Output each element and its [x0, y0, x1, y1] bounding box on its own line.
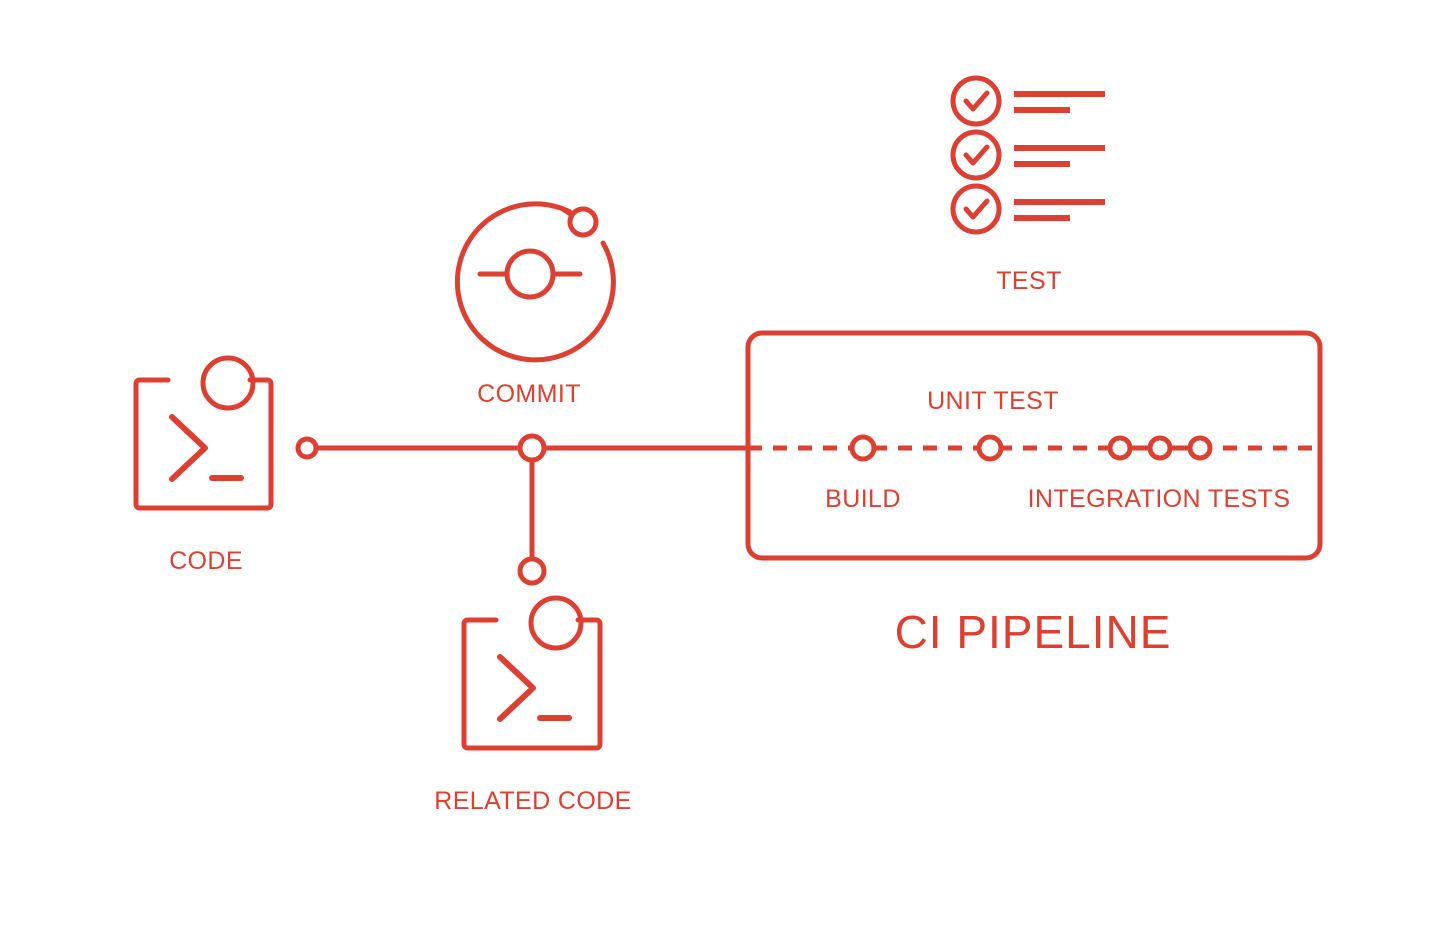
- build-label: BUILD: [825, 485, 901, 513]
- related-code-icon-group[interactable]: [461, 595, 603, 751]
- terminal-badge-circle: [200, 355, 256, 411]
- ci-pipeline-title: CI PIPELINE: [895, 606, 1172, 658]
- related-code-label: RELATED CODE: [434, 787, 631, 815]
- check-mark-icon-2: [963, 144, 990, 166]
- pipeline-node-unit-test[interactable]: [976, 434, 1004, 462]
- checklist-check-circle-2: [950, 129, 1002, 181]
- code-label: CODE: [169, 547, 243, 575]
- related-terminal-window-shape: [461, 617, 603, 751]
- related-terminal-badge-circle: [528, 595, 584, 651]
- unit-test-label: UNIT TEST: [927, 387, 1059, 415]
- pipeline-node-integration-3[interactable]: [1187, 435, 1213, 461]
- commit-satellite-node: [567, 206, 599, 238]
- terminal-window-shape: [133, 377, 274, 511]
- pipeline-node-build[interactable]: [849, 434, 877, 462]
- pipeline-node-integration-1[interactable]: [1107, 435, 1133, 461]
- flow-node-commit-junction[interactable]: [517, 433, 547, 463]
- commit-orbit-arc: [454, 201, 616, 363]
- commit-icon-group[interactable]: [454, 201, 616, 363]
- check-mark-icon-1: [963, 90, 990, 112]
- integration-tests-label: INTEGRATION TESTS: [1028, 485, 1291, 513]
- checklist-check-circle-1: [950, 75, 1002, 127]
- flow-node-source[interactable]: [295, 436, 319, 460]
- pipeline-node-integration-2[interactable]: [1147, 435, 1173, 461]
- test-label: TEST: [996, 267, 1062, 295]
- checklist-check-circle-3: [950, 183, 1002, 235]
- commit-center-node: [504, 248, 556, 300]
- check-mark-icon-3: [963, 198, 990, 220]
- code-icon-group[interactable]: [133, 355, 274, 511]
- flow-node-related-code[interactable]: [517, 556, 547, 586]
- commit-label: COMMIT: [477, 380, 581, 408]
- related-terminal-chevron-icon: [497, 654, 536, 722]
- test-checklist-icon-group[interactable]: [950, 75, 1105, 235]
- terminal-chevron-icon: [169, 414, 208, 482]
